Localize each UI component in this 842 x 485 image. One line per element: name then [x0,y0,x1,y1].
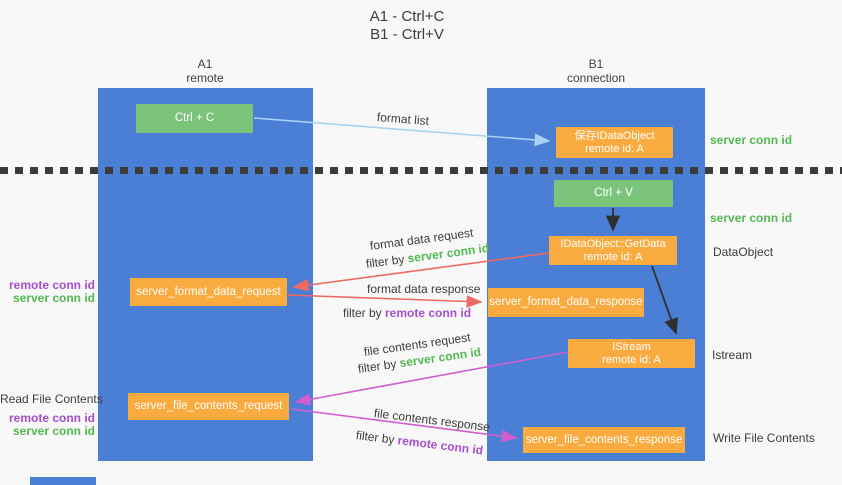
node-save-idataobject: 保存IDataObject remote id: A [556,127,673,158]
node-istream-line1: IStream [612,340,651,353]
write-file-contents-label: Write File Contents [713,431,815,445]
diagram-title: A1 - Ctrl+C B1 - Ctrl+V [300,8,514,44]
file-contents-response-filter-label: filter by remote conn id [355,428,484,457]
format-data-response-label: format data response [367,282,481,296]
left-server-conn-id-2: server conn id [12,424,95,438]
column-b1-name: B1 [588,57,604,71]
node-ctrl-c: Ctrl + C [136,104,253,133]
filter-by-prefix: filter by [355,428,399,448]
server-conn-id-label-top: server conn id [710,133,793,147]
filter-by-prefix: filter by [343,306,386,320]
read-file-contents-label: Read File Contents [0,392,103,406]
node-ctrl-v: Ctrl + V [554,180,673,207]
column-a1-name: A1 [197,57,213,71]
column-a1-subtitle: remote [186,71,224,85]
node-getdata-line2: remote id: A [583,250,643,263]
title-line-1: A1 - Ctrl+C [369,8,445,25]
dataobject-label: DataObject [713,245,774,259]
node-server-format-data-request: server_format_data_request [130,278,287,306]
left-server-conn-id-1: server conn id [12,291,95,305]
title-line-2: B1 - Ctrl+V [370,26,444,43]
format-data-response-filter-label: filter by remote conn id [343,306,471,320]
node-ctrl-c-label: Ctrl + C [174,112,215,124]
node-getdata: IDataObject::GetData remote id: A [549,236,677,265]
node-server-file-contents-request: server_file_contents_request [128,393,289,420]
istream-side-label: Istream [712,348,753,362]
node-getdata-line1: IDataObject::GetData [560,237,666,250]
format-list-label: format list [376,110,430,129]
node-save-idataobject-line2: remote id: A [585,142,644,155]
node-istream: IStream remote id: A [568,339,695,368]
node-server-file-contents-response: server_file_contents_response [523,427,685,453]
filter-remote-conn-id: remote conn id [385,306,472,320]
filter-remote-conn-id: remote conn id [396,433,484,458]
column-header-a1: A1 remote [135,57,275,85]
bottom-left-partial-element [30,477,96,485]
node-server-file-contents-request-label: server_file_contents_request [134,400,283,412]
dotted-divider-line [0,167,842,174]
node-server-format-data-response-label: server_format_data_response [489,296,643,308]
node-save-idataobject-line1: 保存IDataObject [574,129,655,142]
server-conn-id-label-mid: server conn id [710,211,793,225]
node-server-format-data-response: server_format_data_response [488,288,644,317]
file-contents-response-label: file contents response [373,406,491,435]
node-server-file-contents-response-label: server_file_contents_response [525,433,683,446]
filter-by-prefix: filter by [357,356,401,376]
left-remote-conn-id-2: remote conn id [8,411,95,425]
filter-by-prefix: filter by [365,251,409,271]
column-header-b1: B1 connection [526,57,666,85]
format-data-response-arrow [287,294,483,308]
left-remote-conn-id-1: remote conn id [8,278,95,292]
node-server-format-data-request-label: server_format_data_request [136,285,281,298]
column-b1-subtitle: connection [566,71,626,85]
node-istream-line2: remote id: A [602,353,661,366]
node-ctrl-v-label: Ctrl + V [594,187,633,199]
